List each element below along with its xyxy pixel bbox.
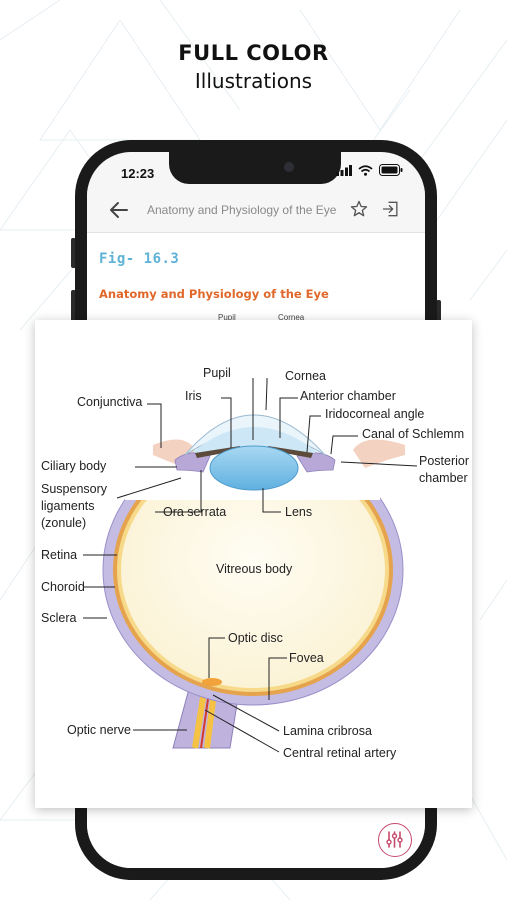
illustration-card: Pupil Cornea Iris Anterior chamber Conju…: [35, 320, 472, 808]
exit-icon[interactable]: [381, 199, 401, 219]
label-iridocorneal-angle: Iridocorneal angle: [325, 407, 424, 421]
eye-anatomy-diagram: Pupil Cornea Iris Anterior chamber Conju…: [41, 366, 469, 760]
signal-icon: [336, 164, 352, 176]
status-time: 12:23: [121, 166, 155, 181]
figure-label: Fig- 16.3: [99, 251, 180, 267]
label-pupil: Pupil: [203, 366, 231, 380]
label-canal-of-schlemm: Canal of Schlemm: [362, 427, 464, 441]
label-choroid: Choroid: [41, 580, 85, 594]
label-posterior-chamber-2: chamber: [419, 471, 468, 485]
label-optic-disc: Optic disc: [228, 631, 283, 645]
label-sclera: Sclera: [41, 611, 76, 625]
label-posterior-chamber-1: Posterior: [419, 454, 469, 468]
label-lens: Lens: [285, 505, 312, 519]
label-iris: Iris: [185, 389, 202, 403]
label-vitreous-body: Vitreous body: [216, 562, 293, 576]
label-anterior-chamber: Anterior chamber: [300, 389, 396, 403]
phone-volume-up: [71, 290, 76, 342]
battery-icon: [379, 164, 403, 176]
headline: FULL COLOR Illustrations: [0, 38, 507, 94]
label-ora-serrata: Ora serrata: [163, 505, 226, 519]
label-conjunctiva: Conjunctiva: [77, 395, 142, 409]
lens-shape: [209, 445, 299, 491]
back-arrow-icon[interactable]: [107, 198, 131, 222]
notch: [169, 152, 341, 184]
label-retina: Retina: [41, 548, 77, 562]
label-suspensory-1: Suspensory: [41, 482, 108, 496]
wifi-icon: [358, 164, 373, 176]
app-bar: Anatomy and Physiology of the Eye: [87, 188, 425, 233]
label-suspensory-2: ligaments: [41, 499, 95, 513]
label-central-retinal-artery: Central retinal artery: [283, 746, 397, 760]
settings-fab[interactable]: [378, 823, 412, 857]
label-lamina-cribrosa: Lamina cribrosa: [283, 724, 372, 738]
app-bar-title: Anatomy and Physiology of the Eye: [147, 203, 337, 217]
peek-label-pupil: Pupil: [218, 313, 236, 322]
headline-line1: FULL COLOR: [178, 41, 329, 65]
peek-label-cornea: Cornea: [278, 313, 305, 322]
vitreous-body-shape: [121, 452, 385, 688]
label-optic-nerve: Optic nerve: [67, 723, 131, 737]
label-cornea: Cornea: [285, 369, 326, 383]
section-title: Anatomy and Physiology of the Eye: [99, 287, 329, 301]
status-icons: [336, 164, 403, 176]
iris-shape: [195, 446, 240, 458]
phone-mute-switch: [71, 238, 76, 268]
sliders-icon: [386, 831, 403, 848]
label-fovea: Fovea: [289, 651, 324, 665]
headline-line2: Illustrations: [194, 69, 313, 93]
label-suspensory-3: (zonule): [41, 516, 86, 530]
camera-icon: [284, 162, 294, 172]
label-ciliary-body: Ciliary body: [41, 459, 107, 473]
star-outline-icon[interactable]: [349, 199, 369, 219]
